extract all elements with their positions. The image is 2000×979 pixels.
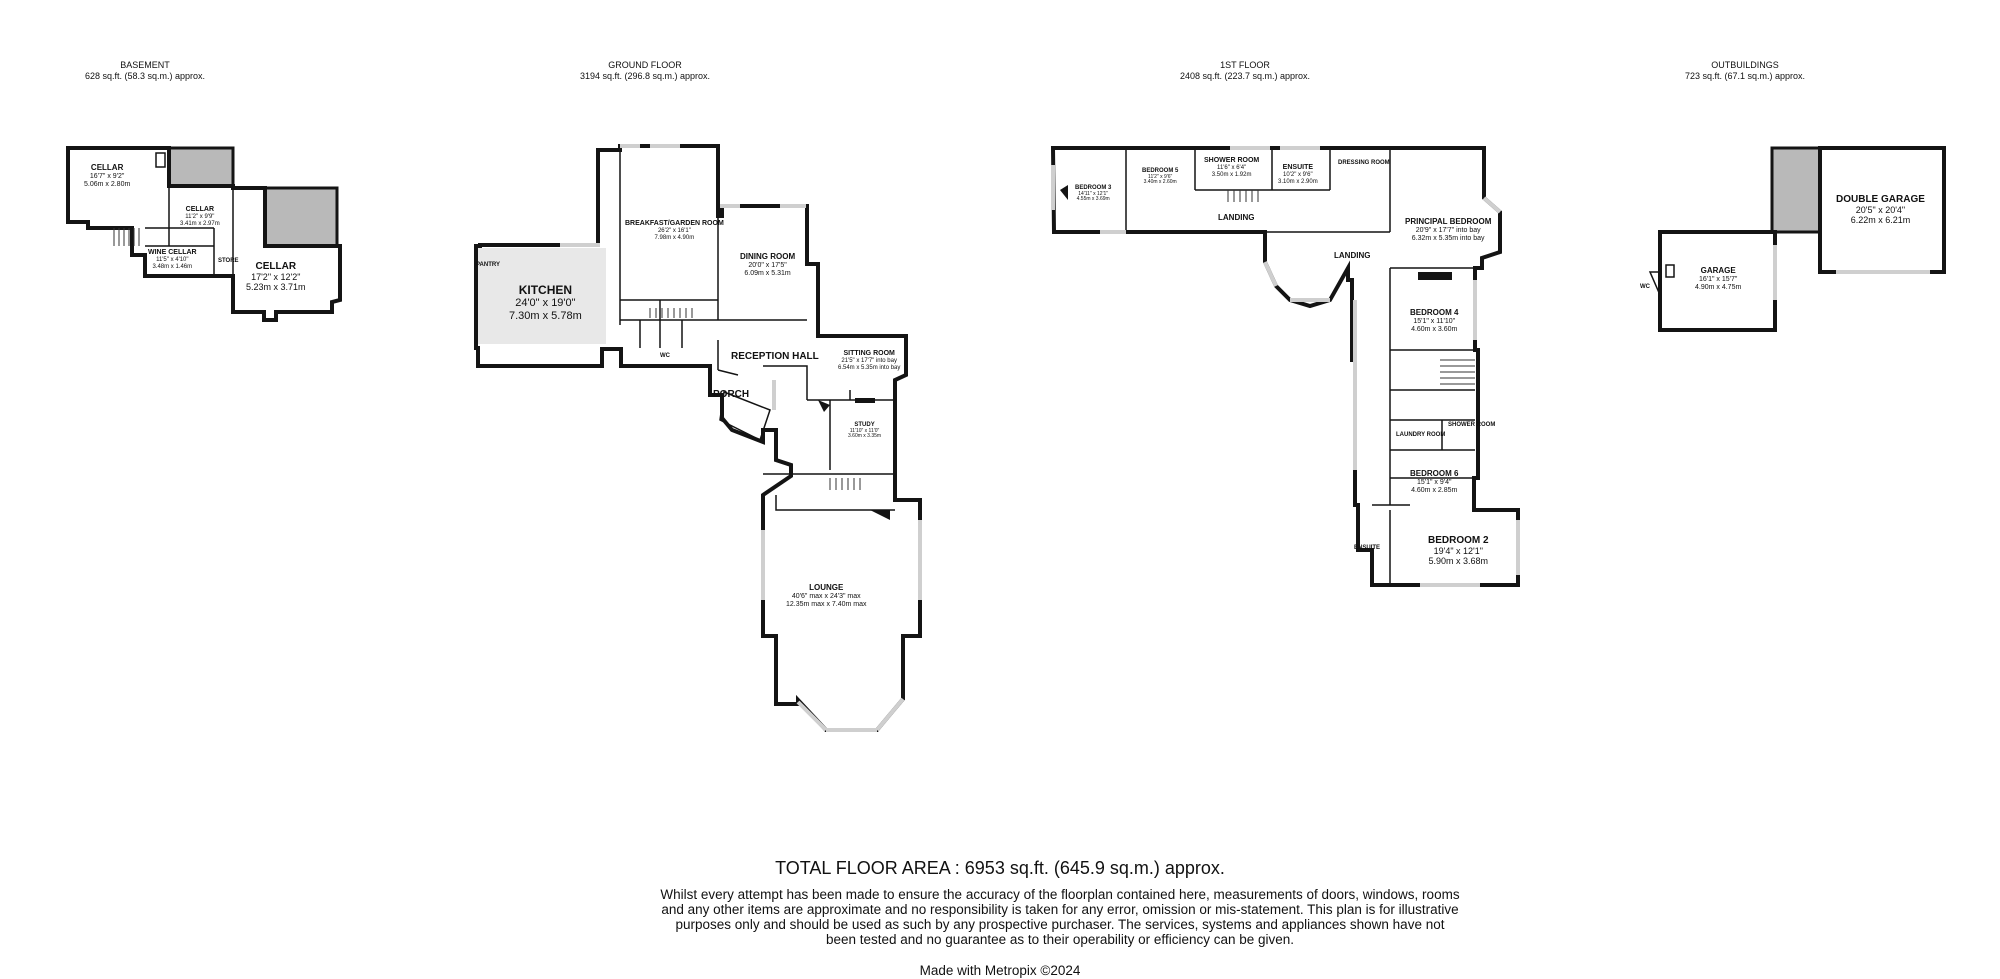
room-reception-hall: RECEPTION HALL	[731, 351, 819, 362]
outbuilding-void	[1770, 146, 1822, 234]
porch-outline	[719, 390, 771, 442]
basement-plan	[66, 146, 342, 322]
ground-floor-header: GROUND FLOOR 3194 sq.ft. (296.8 sq.m.) a…	[560, 60, 730, 82]
label-ensuite-2: ENSUITE	[1354, 545, 1381, 551]
total-floor-area: TOTAL FLOOR AREA : 6953 sq.ft. (645.9 sq…	[775, 858, 1225, 878]
ground-floor-title: GROUND FLOOR	[608, 60, 682, 70]
label-landing-2: LANDING	[1334, 251, 1371, 260]
label-dressing-room: DRESSING ROOM	[1338, 160, 1390, 166]
basement-title: BASEMENT	[120, 60, 170, 70]
label-wc: WC	[660, 353, 670, 359]
room-porch: PORCH	[713, 389, 750, 400]
label-pantry: PANTRY	[476, 262, 500, 268]
label-store: STORE	[218, 258, 239, 264]
credit-text: Made with Metropix ©2024	[919, 963, 1081, 978]
basement-sink	[155, 152, 166, 168]
garage-wc-basin	[1665, 264, 1675, 278]
basement-void-1	[167, 146, 235, 188]
basement-area: 628 sq.ft. (58.3 sq.m.) approx.	[84, 71, 206, 81]
label-landing-1: LANDING	[1218, 213, 1255, 222]
label-shower-room-2: SHOWER ROOM	[1448, 422, 1496, 428]
ground-floor-area: 3194 sq.ft. (296.8 sq.m.) approx.	[579, 71, 711, 81]
first-floor-title: 1ST FLOOR	[1220, 60, 1270, 70]
kitchen-floor	[478, 248, 606, 344]
label-garage-wc: WC	[1640, 284, 1650, 290]
first-floor-plan	[1050, 146, 1520, 587]
basement-header: BASEMENT 628 sq.ft. (58.3 sq.m.) approx.	[60, 60, 230, 82]
basement-void-2	[263, 186, 339, 248]
ground-floor-plan	[474, 144, 922, 732]
label-laundry-room: LAUNDRY ROOM	[1396, 432, 1446, 438]
outbuildings-area: 723 sq.ft. (67.1 sq.m.) approx.	[1684, 71, 1806, 81]
first-floor-stairs	[1227, 190, 1475, 385]
first-floor-header: 1ST FLOOR 2408 sq.ft. (223.7 sq.m.) appr…	[1160, 60, 1330, 82]
first-floor-area: 2408 sq.ft. (223.7 sq.m.) approx.	[1179, 71, 1311, 81]
ground-stairs	[649, 308, 861, 490]
disclaimer-text: Whilst every attempt has been made to en…	[660, 887, 1460, 947]
basement-stairs	[113, 228, 140, 246]
outbuildings-title: OUTBUILDINGS	[1711, 60, 1779, 70]
outbuildings-plan	[1648, 146, 1946, 332]
outbuildings-header: OUTBUILDINGS 723 sq.ft. (67.1 sq.m.) app…	[1660, 60, 1830, 82]
